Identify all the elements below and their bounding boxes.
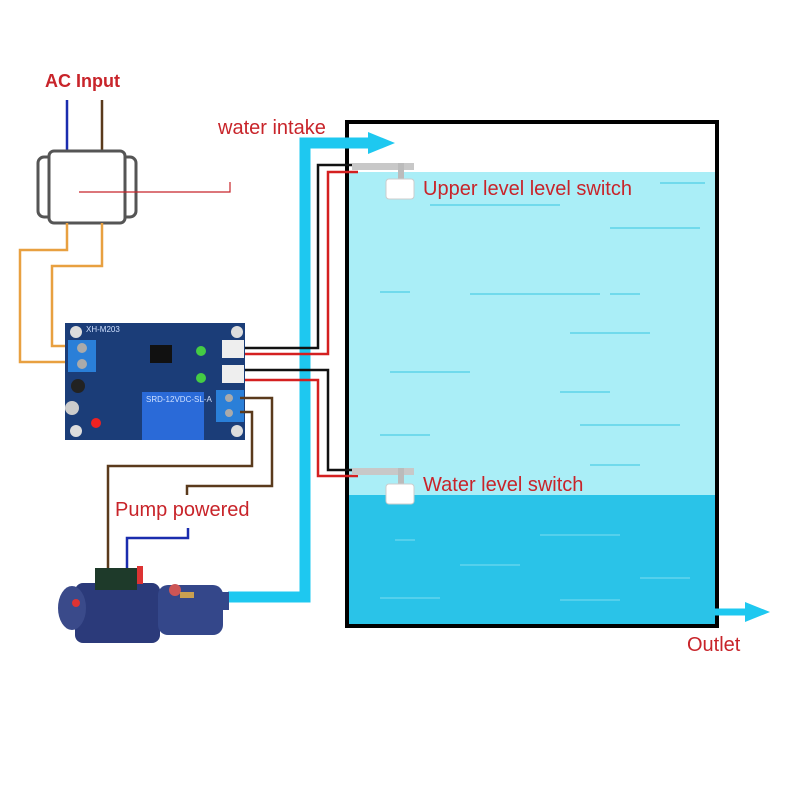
water-ripples-lower (380, 534, 690, 601)
controller-board: XH-M203 SRD-12VDC-SL-A (65, 323, 245, 440)
upper-float-switch (352, 163, 415, 200)
power-adapter (36, 149, 138, 225)
lower-switch-wire-black (245, 368, 358, 472)
tank-water-lower (349, 495, 715, 625)
outlet-label: Outlet (687, 634, 741, 656)
water-intake-label: water intake (217, 117, 326, 139)
lower-float-switch (352, 468, 415, 505)
dc-wire-1 (18, 223, 72, 364)
led-green-1 (196, 346, 206, 356)
upper-switch-wire-black (245, 163, 358, 350)
lower-switch-label: Water level switch (423, 474, 583, 496)
lower-switch-wire-red (245, 378, 358, 478)
pump-wire-brown-2 (185, 396, 274, 495)
water-pump (58, 566, 229, 643)
upper-switch-label: Upper level level switch (423, 178, 632, 200)
tank-water-upper (349, 172, 715, 496)
outlet-arrow-icon (745, 602, 770, 622)
pump-wire-brown-1 (106, 410, 254, 570)
relay-model: SRD-12VDC-SL-A (146, 395, 212, 404)
led-green-2 (196, 373, 206, 383)
dc-wire-2 (50, 223, 104, 348)
upper-switch-wire-red (245, 170, 358, 356)
pump-wire-blue (125, 528, 190, 572)
water-tank (345, 120, 719, 628)
led-red (91, 418, 101, 428)
relay (142, 392, 204, 440)
pump-powered-label: Pump powered (115, 499, 250, 521)
intake-arrow-icon (368, 132, 395, 154)
adapter-pointer-line (79, 182, 231, 193)
ac-input-label: AC Input (45, 71, 120, 91)
water-ripples (380, 182, 705, 466)
board-model: XH-M203 (86, 325, 120, 334)
